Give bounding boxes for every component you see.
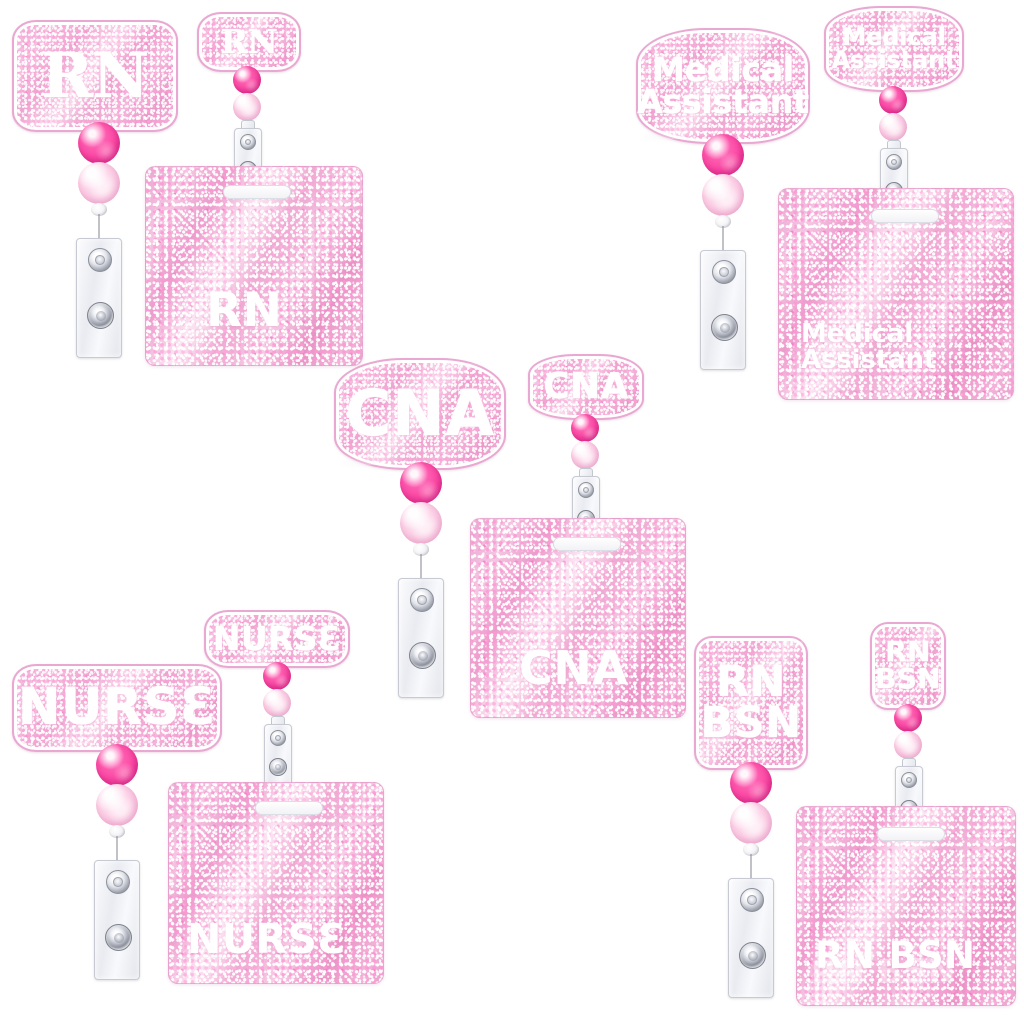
- rn-hero-snap-button[interactable]: [87, 302, 114, 329]
- ma-mini-grommet-icon: [886, 154, 902, 170]
- ma-mini-bead-hot-pink: [879, 86, 907, 114]
- product-medical-assistant: Medical Assistant Medical Assistant: [620, 0, 1024, 400]
- nurse-hero-grommet-icon: [106, 870, 130, 894]
- rn-bsn-hero-charm-text: RN BSN: [700, 656, 802, 748]
- rn-bsn-hero-clip-strap[interactable]: [728, 878, 774, 998]
- rn-card-label: RN: [206, 283, 283, 338]
- nurse-mini-charm[interactable]: NURSƐ: [204, 610, 350, 668]
- rn-card-assembly[interactable]: RN RN: [145, 12, 375, 366]
- rn-hero-cord: [98, 214, 100, 240]
- nurse-hero-bead-spacer: [109, 825, 125, 838]
- cna-hero-bead-pale-pink: [400, 502, 442, 544]
- rn-hero-clip-strap[interactable]: [76, 238, 122, 358]
- rn-bsn-card-label: RN BSN: [815, 934, 976, 977]
- rn-mini-charm[interactable]: RN: [197, 12, 301, 72]
- nurse-hero-charm-text: NURSƐ: [17, 677, 217, 737]
- rn-bsn-card-assembly[interactable]: RN BSN RN BSN RN BSN: [796, 622, 1024, 1024]
- cna-hero-bead-hot-pink: [400, 462, 442, 504]
- nurse-hero-cord: [116, 836, 118, 862]
- cna-hero-cord: [420, 554, 422, 580]
- rn-bsn-hero-bead-spacer: [743, 843, 759, 856]
- ma-card-slot: [871, 209, 939, 223]
- nurse-hero-bead-pale-pink: [96, 784, 138, 826]
- ma-hero-cord: [722, 226, 724, 252]
- cna-badge-card[interactable]: CNA: [470, 518, 686, 718]
- medical-assistant-hero-charm-text: Medical Assistant: [637, 50, 809, 121]
- rn-card-slot: [223, 185, 291, 199]
- rn-bsn-mini-charm-text: RN BSN: [875, 635, 941, 695]
- ma-hero-bead-hot-pink: [702, 134, 744, 176]
- rn-bsn-hero-bead-hot-pink: [730, 762, 772, 804]
- nurse-hero-snap-button[interactable]: [105, 924, 132, 951]
- rn-badge-card[interactable]: RN: [145, 166, 363, 366]
- cna-mini-charm-text: CNA: [543, 365, 629, 407]
- cna-card-label: CNA: [519, 641, 629, 695]
- nurse-mini-bead-pale-pink: [263, 689, 291, 717]
- rn-hero-grommet-icon: [88, 248, 112, 272]
- nurse-mini-charm-text: NURSƐ: [212, 619, 342, 659]
- cna-hero-charm-text: CNA: [345, 376, 495, 450]
- rn-bsn-hero-grommet-icon: [740, 888, 764, 912]
- nurse-card-assembly[interactable]: NURSƐ NURSƐ: [168, 610, 400, 1024]
- nurse-mini-grommet-icon: [270, 730, 286, 746]
- product-rn-bsn: RN BSN RN BSN RN BSN: [660, 612, 1024, 1024]
- cna-hero-snap-button[interactable]: [409, 642, 436, 669]
- cna-hero-grommet-icon: [410, 588, 434, 612]
- ma-hero-bead-spacer: [715, 215, 731, 228]
- rn-bsn-hero-snap-button[interactable]: [739, 942, 766, 969]
- medical-assistant-mini-charm[interactable]: Medical Assistant: [824, 6, 964, 92]
- cna-card-slot: [553, 537, 621, 551]
- rn-bsn-mini-bead-pale-pink: [894, 731, 922, 759]
- rn-mini-grommet-icon: [240, 134, 256, 150]
- medical-assistant-badge-card[interactable]: Medical Assistant: [778, 188, 1014, 400]
- rn-mini-bead-pale-pink: [233, 93, 261, 121]
- rn-bsn-hero-cord: [750, 854, 752, 880]
- rn-hero-bead-spacer: [91, 203, 107, 216]
- rn-mini-bead-hot-pink: [233, 66, 261, 94]
- product-rn: RN RN RN: [0, 0, 380, 380]
- nurse-mini-snap-button[interactable]: [269, 758, 287, 776]
- cna-mini-grommet-icon: [578, 482, 594, 498]
- cna-mini-charm[interactable]: CNA: [528, 354, 644, 420]
- nurse-card-label: NURSƐ: [187, 915, 347, 963]
- rn-hero-bead-hot-pink: [78, 122, 120, 164]
- rn-bsn-hero-charm[interactable]: RN BSN: [694, 636, 808, 770]
- rn-bsn-badge-card[interactable]: RN BSN RN BSN: [796, 806, 1016, 1006]
- rn-bsn-hero-bead-pale-pink: [730, 802, 772, 844]
- rn-bsn-mini-grommet-icon: [901, 772, 917, 788]
- product-nurse: NURSƐ NURSƐ NURSƐ: [0, 608, 400, 1024]
- medical-assistant-card-label: Medical Assistant: [801, 319, 937, 375]
- rn-bsn-mini-charm[interactable]: RN BSN: [870, 622, 946, 710]
- cna-mini-bead-hot-pink: [571, 414, 599, 442]
- medical-assistant-card-assembly[interactable]: Medical Assistant Medical Assistant: [770, 6, 1024, 400]
- cna-hero-bead-spacer: [413, 543, 429, 556]
- ma-hero-snap-button[interactable]: [711, 314, 738, 341]
- rn-bsn-card-slot: [877, 827, 945, 841]
- nurse-badge-card[interactable]: NURSƐ: [168, 782, 384, 984]
- rn-hero-bead-pale-pink: [78, 162, 120, 204]
- nurse-mini-bead-hot-pink: [263, 662, 291, 690]
- nurse-hero-bead-hot-pink: [96, 744, 138, 786]
- rn-bsn-mini-bead-hot-pink: [894, 704, 922, 732]
- cna-mini-bead-pale-pink: [571, 441, 599, 469]
- ma-mini-bead-pale-pink: [879, 113, 907, 141]
- rn-hero-charm-text: RN: [41, 39, 149, 113]
- nurse-card-slot: [255, 801, 323, 815]
- medical-assistant-mini-charm-text: Medical Assistant: [831, 22, 957, 74]
- ma-hero-grommet-icon: [712, 260, 736, 284]
- rn-mini-charm-text: RN: [220, 22, 278, 62]
- ma-hero-bead-pale-pink: [702, 174, 744, 216]
